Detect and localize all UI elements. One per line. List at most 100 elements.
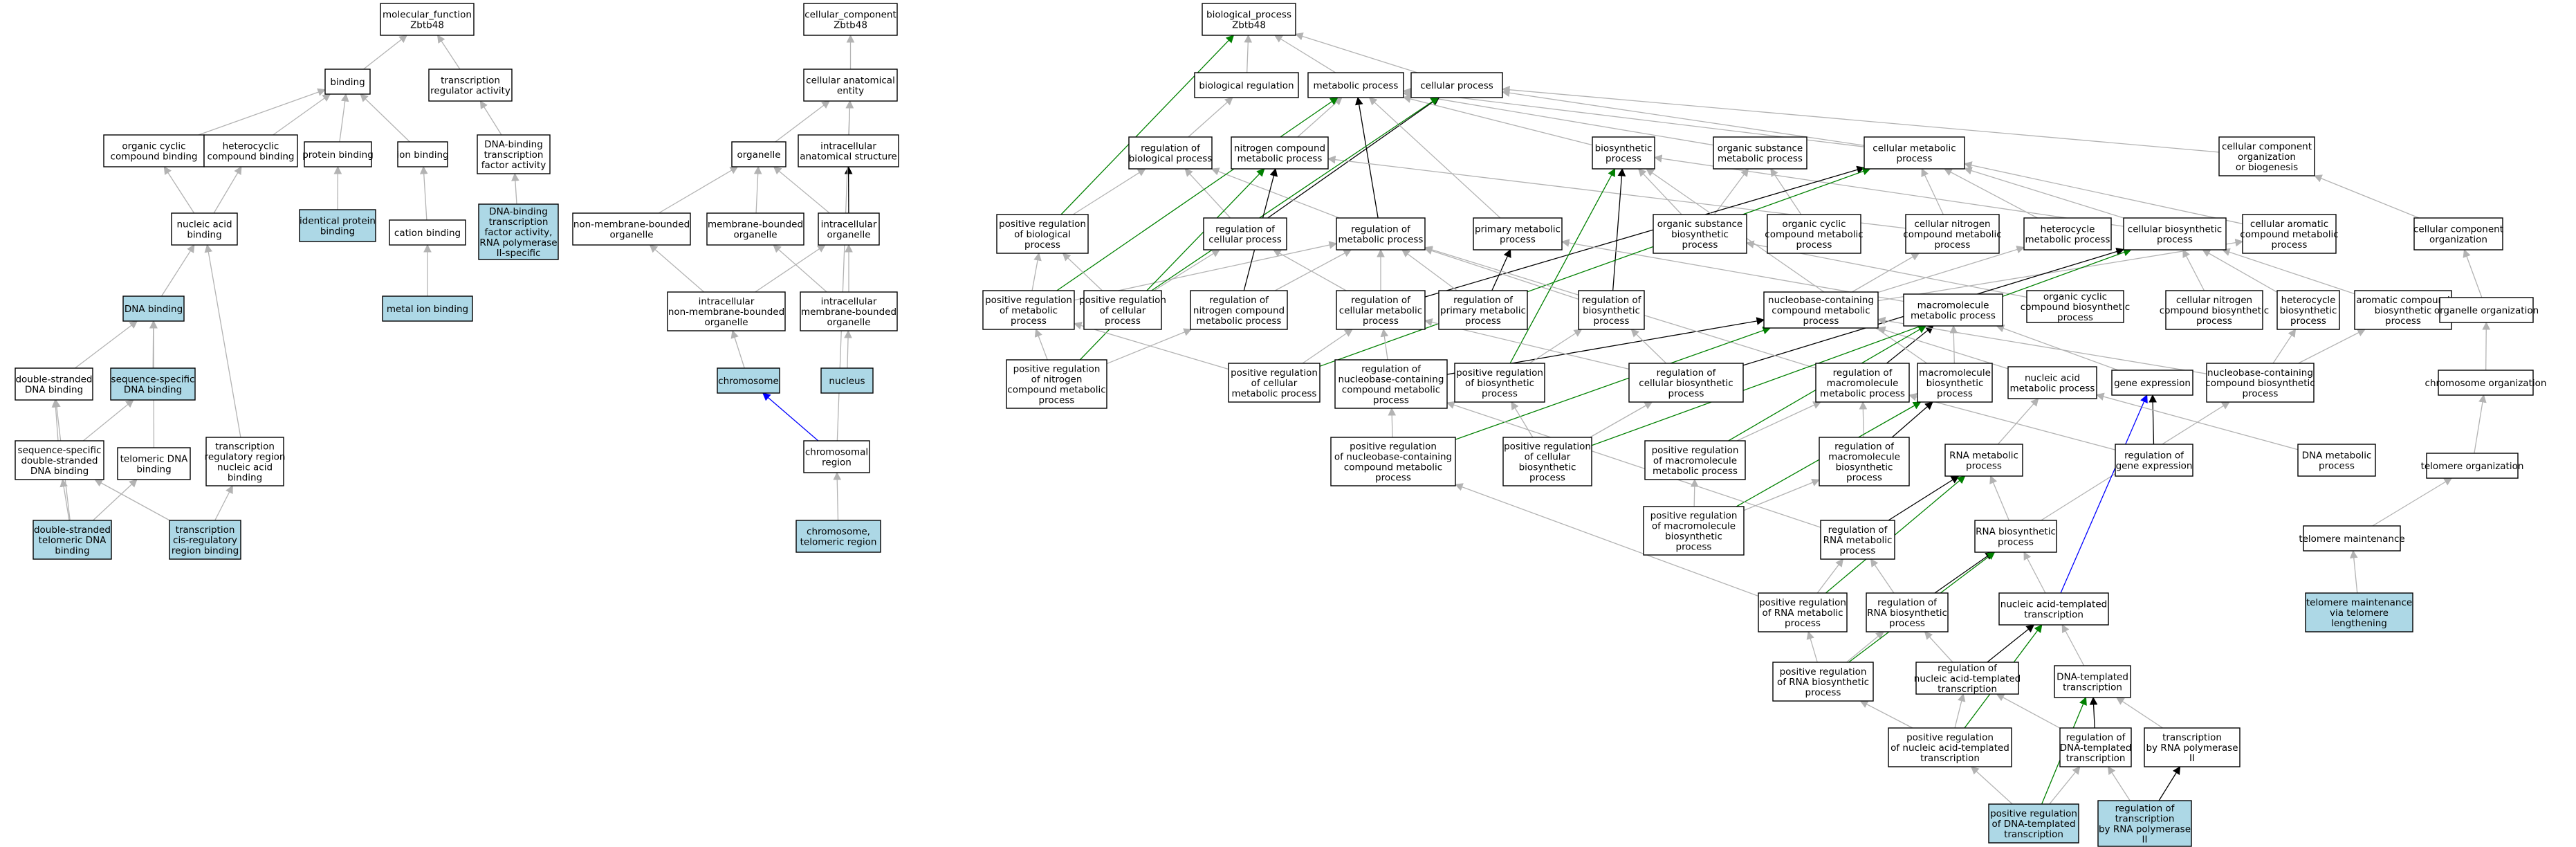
node-box[interactable] <box>15 367 93 401</box>
node-box[interactable] <box>2007 366 2097 399</box>
node-box[interactable] <box>169 520 241 560</box>
node-box[interactable] <box>820 367 874 394</box>
go-term-node-dnab[interactable]: DNA binding <box>122 295 185 322</box>
node-box[interactable] <box>2426 453 2519 479</box>
node-box[interactable] <box>1473 217 1563 251</box>
node-box[interactable] <box>428 69 513 102</box>
node-box[interactable] <box>1915 662 2019 695</box>
node-box[interactable] <box>477 134 551 174</box>
node-box[interactable] <box>299 209 376 242</box>
node-box[interactable] <box>803 440 870 473</box>
node-box[interactable] <box>1307 72 1404 98</box>
node-box[interactable] <box>1334 359 1448 409</box>
node-box[interactable] <box>1713 136 1807 170</box>
node-box[interactable] <box>1763 291 1879 329</box>
node-box[interactable] <box>1203 217 1287 251</box>
node-box[interactable] <box>389 219 466 246</box>
node-box[interactable] <box>731 141 786 167</box>
node-box[interactable] <box>2438 370 2534 396</box>
node-box[interactable] <box>1128 136 1213 170</box>
node-box[interactable] <box>2097 800 2192 847</box>
go-term-node-inmbo[interactable]: intracellularnon-membrane-boundedorganel… <box>667 291 786 331</box>
node-box[interactable] <box>803 3 898 36</box>
node-box[interactable] <box>800 291 898 331</box>
node-box[interactable] <box>1336 290 1426 330</box>
node-box[interactable] <box>380 3 475 36</box>
node-box[interactable] <box>1988 803 2079 844</box>
go-term-node-ib[interactable]: ion binding <box>396 141 449 167</box>
go-term-node-chtel[interactable]: chromosome,telomeric region <box>795 520 881 553</box>
go-term-node-rnbcmp[interactable]: regulation ofnucleobase-containingcompou… <box>1334 359 1448 409</box>
node-box[interactable] <box>2297 444 2376 477</box>
node-box[interactable] <box>1231 136 1329 170</box>
node-box[interactable] <box>2242 214 2337 254</box>
node-box[interactable] <box>1578 290 1645 330</box>
node-box[interactable] <box>803 69 898 102</box>
go-term-node-telm[interactable]: telomere maintenance <box>2299 525 2405 552</box>
node-box[interactable] <box>1454 363 1545 403</box>
node-box[interactable] <box>1083 290 1162 330</box>
go-term-node-nuc[interactable]: nucleus <box>820 367 874 394</box>
node-box[interactable] <box>304 141 372 167</box>
node-box[interactable] <box>203 134 298 167</box>
node-box[interactable] <box>2206 363 2315 403</box>
go-term-node-pb[interactable]: protein binding <box>302 141 374 167</box>
node-box[interactable] <box>110 367 196 401</box>
node-box[interactable] <box>2413 217 2503 251</box>
node-box[interactable] <box>33 520 112 560</box>
go-term-node-chr[interactable]: chromosome <box>717 367 780 394</box>
node-box[interactable] <box>1502 437 1592 486</box>
node-box[interactable] <box>324 69 371 95</box>
go-term-node-cp[interactable]: cellular process <box>1410 72 1503 98</box>
node-box[interactable] <box>478 203 559 260</box>
node-box[interactable] <box>2111 370 2193 396</box>
node-box[interactable] <box>2439 297 2534 323</box>
node-box[interactable] <box>2123 217 2227 251</box>
go-term-node-mib[interactable]: metal ion binding <box>382 295 473 322</box>
node-box[interactable] <box>1998 592 2109 626</box>
go-term-node-binding[interactable]: binding <box>324 69 371 95</box>
